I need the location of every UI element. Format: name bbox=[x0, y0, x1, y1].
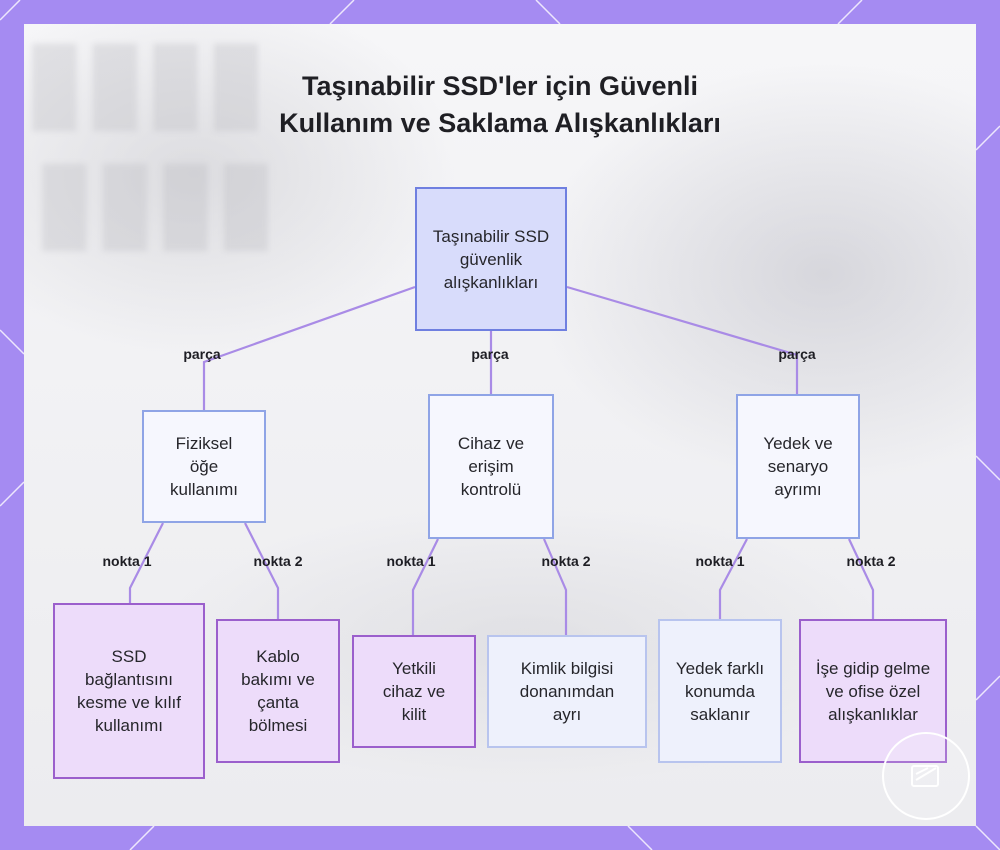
node-backup-point-1-label: Yedek farklı konumda saklanır bbox=[675, 658, 765, 724]
edge-root-backup bbox=[566, 285, 799, 394]
title-line-1: Taşınabilir SSD'ler için Güvenli bbox=[301, 71, 699, 101]
edge-label-nokta-1: nokta 1 bbox=[695, 553, 745, 569]
node-root: Taşınabilir SSD güvenlik alışkanlıkları bbox=[415, 187, 567, 331]
badge-icon bbox=[882, 732, 970, 820]
node-physical-point-1-label: SSD bağlantısını kesme ve kılıf kullanım… bbox=[77, 647, 181, 735]
node-physical-point-2: Kablo bakımı ve çanta bölmesi bbox=[216, 619, 340, 763]
edge-label-nokta-2: nokta 2 bbox=[253, 553, 303, 569]
node-backup-point-1: Yedek farklı konumda saklanır bbox=[658, 619, 782, 763]
edge-device-d1 bbox=[411, 538, 439, 635]
edge-label-parca: parça bbox=[183, 346, 221, 362]
node-root-label: Taşınabilir SSD güvenlik alışkanlıkları bbox=[432, 226, 550, 292]
node-backup-point-2: İşe gidip gelme ve ofise özel alışkanlık… bbox=[799, 619, 947, 763]
node-device-point-2: Kimlik bilgisi donanımdan ayrı bbox=[487, 635, 647, 748]
diagram-title: Taşınabilir SSD'ler için Güvenli Kullanı… bbox=[0, 68, 1000, 142]
edge-root-physical bbox=[202, 285, 416, 410]
node-backup-point-2-label: İşe gidip gelme ve ofise özel alışkanlık… bbox=[815, 658, 931, 724]
node-device-point-2-label: Kimlik bilgisi donanımdan ayrı bbox=[519, 659, 615, 724]
edge-label-nokta-1: nokta 1 bbox=[102, 553, 152, 569]
edge-physical-p1 bbox=[128, 522, 164, 603]
badge-glyph bbox=[911, 765, 939, 787]
node-device-point-1-label: Yetkili cihaz ve kilit bbox=[382, 659, 446, 724]
edge-physical-p2 bbox=[244, 522, 280, 619]
node-backup-label: Yedek ve senaryo ayrımı bbox=[763, 434, 833, 499]
node-device-label: Cihaz ve erişim kontrolü bbox=[457, 434, 525, 499]
node-backup: Yedek ve senaryo ayrımı bbox=[736, 394, 860, 539]
node-physical-point-2-label: Kablo bakımı ve çanta bölmesi bbox=[241, 647, 315, 735]
background-blur-glyph: ▮▮▮▮ bbox=[24, 24, 267, 140]
edge-label-nokta-1: nokta 1 bbox=[386, 553, 436, 569]
edge-backup-b2 bbox=[848, 538, 875, 619]
edge-backup-b1 bbox=[718, 538, 748, 619]
node-physical: Fiziksel öğe kullanımı bbox=[142, 410, 266, 523]
edge-label-parca: parça bbox=[471, 346, 509, 362]
edge-label-nokta-2: nokta 2 bbox=[541, 553, 591, 569]
edge-label-nokta-2: nokta 2 bbox=[846, 553, 896, 569]
background-blur-glyph: ▮▮▮▮ bbox=[34, 137, 277, 260]
node-physical-label: Fiziksel öğe kullanımı bbox=[169, 434, 239, 499]
node-physical-point-1: SSD bağlantısını kesme ve kılıf kullanım… bbox=[53, 603, 205, 779]
edge-device-d2 bbox=[542, 538, 568, 635]
node-device-point-1: Yetkili cihaz ve kilit bbox=[352, 635, 476, 748]
title-line-2: Kullanım ve Saklama Alışkanlıkları bbox=[279, 108, 721, 138]
node-device: Cihaz ve erişim kontrolü bbox=[428, 394, 554, 539]
edge-label-parca: parça bbox=[778, 346, 816, 362]
